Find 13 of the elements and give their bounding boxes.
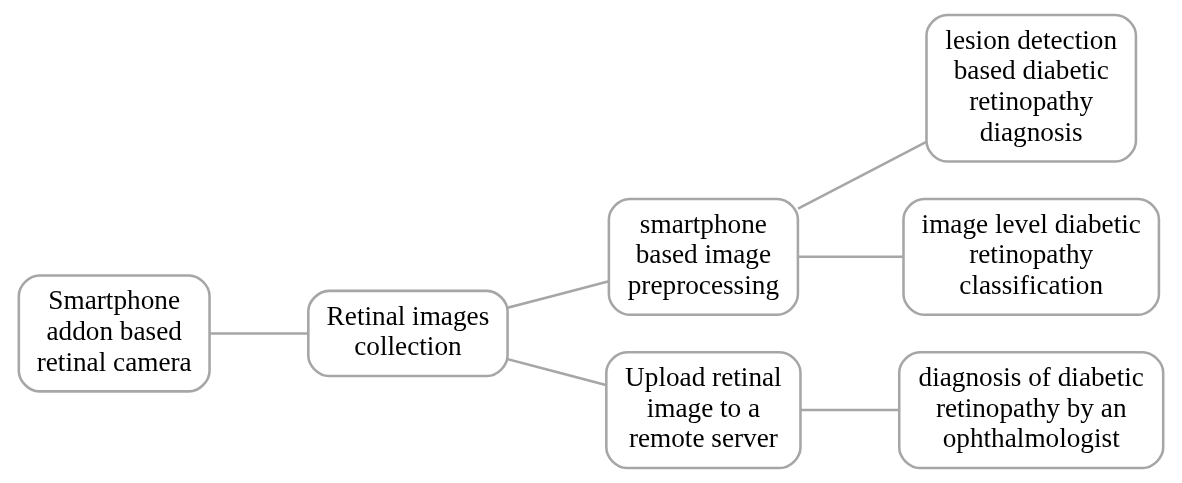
node-box: Retinal images collection: [307, 289, 509, 378]
node-box: diagnosis of diabetic retinopathy by an ophthalmologist: [897, 350, 1165, 470]
node-box: lesion detection based diabetic retinopathy diagnosis: [925, 13, 1138, 163]
node-box: Upload retinal image to a remote server: [605, 350, 802, 470]
connector: [800, 408, 900, 412]
node-box: smartphone based image preprocessing: [607, 197, 800, 316]
connector: [797, 140, 927, 210]
node-box: Smartphone addon based retinal camera: [17, 274, 211, 393]
connector: [210, 332, 308, 335]
node-box: image level diabetic retinopathy classification: [902, 197, 1161, 316]
connector: [507, 279, 610, 309]
connector: [798, 255, 904, 259]
connector: [507, 357, 607, 387]
